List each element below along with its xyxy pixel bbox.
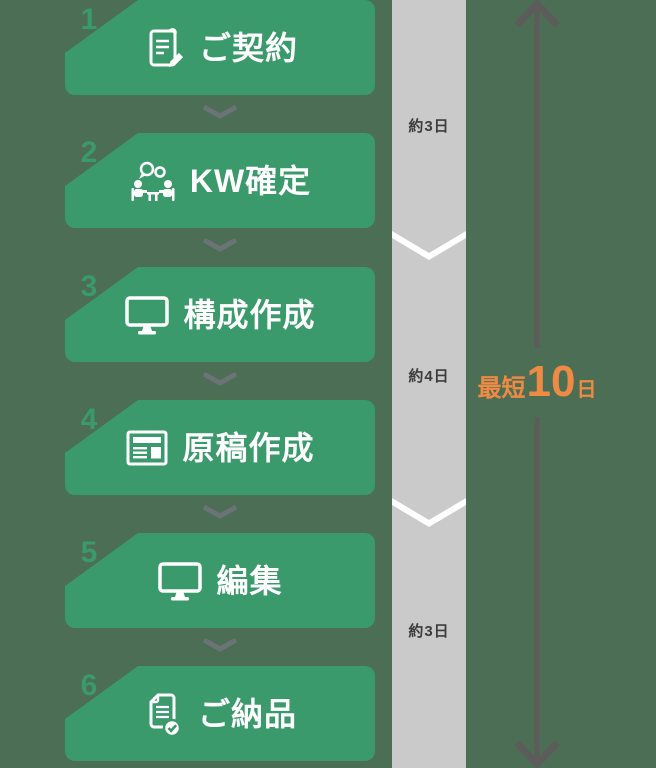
- article-icon: [126, 430, 168, 465]
- chevron-down-icon: [202, 637, 238, 652]
- step-number: 5: [80, 536, 98, 569]
- total-duration-prefix: 最短: [477, 375, 526, 402]
- monitor-icon: [158, 561, 203, 600]
- meeting-icon: [131, 161, 175, 201]
- step-label: KW確定: [189, 162, 312, 199]
- step-card-content: KW確定: [129, 159, 311, 203]
- timeline-segment-1: 約3日: [392, 0, 466, 253]
- step-label: 編集: [216, 562, 283, 599]
- step-number: 1: [80, 3, 98, 36]
- step-card-contract: ご契約: [65, 0, 375, 95]
- step-card-content: 編集: [157, 561, 282, 601]
- step-label: ご納品: [197, 695, 297, 732]
- contract-document-icon: [149, 27, 184, 67]
- chevron-down-icon: [202, 237, 238, 252]
- timeline-segment-label: 約3日: [408, 118, 450, 135]
- total-duration-suffix: 日: [576, 379, 597, 401]
- step-card-draft: 原稿作成: [65, 400, 375, 495]
- step-label: ご契約: [198, 29, 298, 66]
- step-label: 原稿作成: [182, 429, 315, 466]
- step-card-edit: 編集: [65, 533, 375, 628]
- chevron-down-icon: [202, 504, 238, 519]
- total-duration-value: 10: [526, 357, 576, 406]
- step-number: 3: [80, 270, 98, 303]
- step-label: 構成作成: [183, 296, 316, 333]
- step-card-keyword: KW確定: [65, 133, 375, 228]
- double-arrow-icon: [514, 0, 560, 768]
- timeline-segment-label: 約4日: [408, 368, 450, 385]
- step-card-content: 原稿作成: [125, 429, 314, 467]
- step-card-content: ご納品: [143, 691, 297, 737]
- step-card-delivery: ご納品: [65, 666, 375, 761]
- step-card-content: 構成作成: [124, 295, 315, 335]
- timeline-segment-3: 約3日: [392, 505, 466, 768]
- chevron-down-icon: [202, 104, 238, 119]
- step-card-outline: 構成作成: [65, 267, 375, 362]
- step-card-content: ご契約: [142, 26, 298, 70]
- step-number: 2: [80, 136, 98, 169]
- chevron-down-icon: [202, 371, 238, 386]
- document-check-icon: [149, 693, 182, 737]
- monitor-icon: [125, 295, 170, 334]
- step-number: 4: [80, 403, 98, 436]
- step-number: 6: [80, 669, 98, 702]
- total-duration-label: 最短 10 日: [478, 360, 597, 404]
- timeline-segment-label: 約3日: [408, 623, 450, 640]
- timeline-segment-2: 約4日: [392, 238, 466, 520]
